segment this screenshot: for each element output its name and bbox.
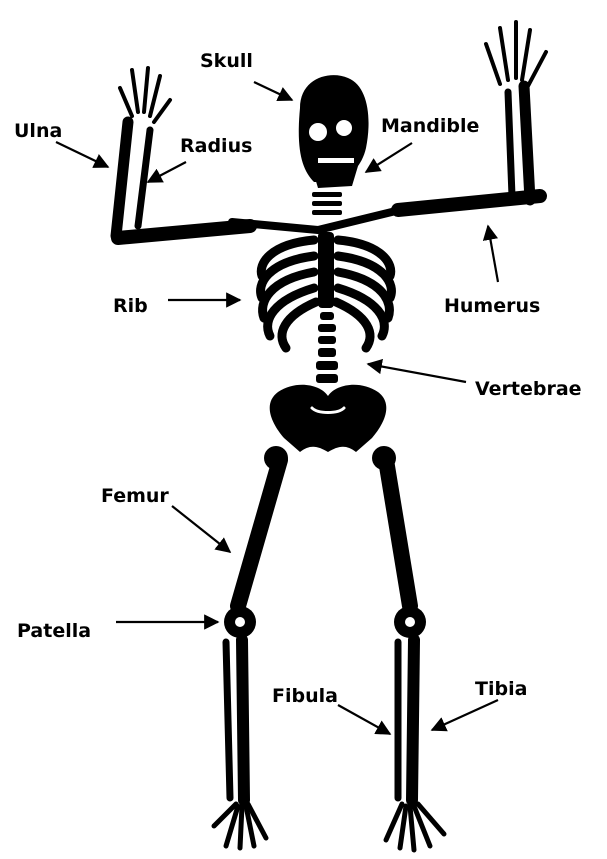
sternum [318,232,334,308]
right-hand [486,22,546,86]
right-femur [386,460,410,606]
radius-arrow [148,162,186,182]
left-tibia [242,640,244,800]
neck-vertebrae [312,192,342,215]
label-vertebrae: Vertebrae [475,380,582,399]
femur-arrow [172,506,230,552]
left-fibula [226,642,230,798]
label-radius: Radius [180,137,252,156]
label-ulna: Ulna [14,122,62,141]
left-foot [214,804,266,848]
label-femur: Femur [101,487,169,506]
right-humerus [398,196,540,210]
right-ulna [524,86,530,200]
left-knee [224,606,256,638]
label-patella: Patella [17,622,91,641]
fibula-arrow [338,705,390,734]
left-ulna [116,122,128,236]
label-mandible: Mandible [381,117,479,136]
left-hand [120,68,170,122]
label-tibia: Tibia [475,680,527,699]
label-humerus: Humerus [444,297,540,316]
right-tibia [412,640,414,800]
left-femur [238,460,280,606]
right-foot [386,804,444,850]
pelvis [270,385,387,452]
mandible-arrow [366,143,412,172]
left-radius [138,130,150,226]
right-knee [394,606,426,638]
ulna-arrow [56,142,108,167]
tibia-arrow [432,700,498,730]
skull [299,75,369,182]
skull-arrow [254,82,292,100]
right-radius [508,92,512,196]
vertebrae-arrow [368,364,466,382]
mandible [312,166,358,188]
humerus-arrow [488,226,498,282]
label-rib: Rib [113,297,148,316]
label-skull: Skull [200,52,253,71]
label-fibula: Fibula [272,687,338,706]
spine [316,312,338,383]
